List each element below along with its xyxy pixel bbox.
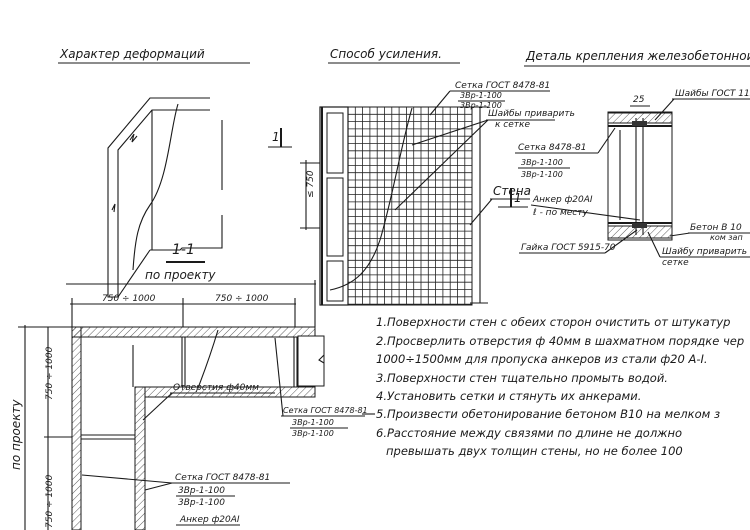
mesh-panel	[319, 106, 488, 306]
svg-text:Шайбы ГОСТ 11371: Шайбы ГОСТ 11371	[675, 89, 750, 99]
section-title: 1-1	[166, 242, 205, 263]
svg-text:Сетка ГОСТ 8478-81: Сетка ГОСТ 8478-81	[455, 81, 550, 91]
svg-text:по проекту: по проекту	[9, 399, 23, 470]
svg-text:3Вр-1-100: 3Вр-1-100	[292, 418, 334, 427]
svg-text:сетке: сетке	[662, 258, 689, 268]
svg-text:3Вр-1-100: 3Вр-1-100	[178, 486, 225, 496]
svg-text:Деталь крепления железобетонно: Деталь крепления железобетонной о	[525, 49, 750, 63]
svg-text:4.Установить сетки и стянуть и: 4.Установить сетки и стянуть их анкерами…	[376, 389, 641, 403]
svg-text:Сетка ГОСТ 8478-81: Сетка ГОСТ 8478-81	[283, 406, 368, 415]
svg-text:Анкер ф20АI: Анкер ф20АI	[179, 515, 240, 525]
svg-text:к сетке: к сетке	[495, 120, 530, 130]
deformation-sketch	[107, 97, 223, 298]
svg-text:3Вр-1-100: 3Вр-1-100	[460, 91, 502, 100]
svg-text:1: 1	[272, 130, 280, 144]
svg-text:Сетка 8478-81: Сетка 8478-81	[518, 143, 586, 153]
svg-text:6.Расстояние между связями по: 6.Расстояние между связями по длине не д…	[376, 426, 682, 440]
svg-text:превышать двух толщин стены, н: превышать двух толщин стены, но не более…	[386, 444, 683, 458]
svg-text:≤ 750: ≤ 750	[306, 170, 316, 198]
svg-text:1000÷1500мм для пропуска анкер: 1000÷1500мм для пропуска анкеров из стал…	[376, 352, 708, 366]
svg-text:Отверстия ф40мм: Отверстия ф40мм	[173, 383, 259, 393]
svg-text:Шайбу приварить: Шайбу приварить	[662, 247, 747, 257]
svg-text:1-1: 1-1	[172, 242, 195, 258]
svg-text:750 ÷ 1000: 750 ÷ 1000	[215, 294, 269, 304]
svg-text:1: 1	[514, 191, 522, 205]
svg-text:ℓ - по месту: ℓ - по месту	[532, 208, 588, 218]
title-detail: Деталь крепления железобетонной о	[524, 49, 750, 67]
notes: 1.Поверхности стен с обеих сторон очисти…	[362, 315, 744, 458]
svg-text:Сетка ГОСТ 8478-81: Сетка ГОСТ 8478-81	[175, 473, 270, 483]
svg-text:по проекту: по проекту	[145, 268, 216, 282]
svg-text:Характер деформаций: Характер деформаций	[59, 47, 205, 61]
svg-text:25: 25	[633, 95, 645, 105]
svg-text:3Вр-1-100: 3Вр-1-100	[292, 429, 334, 438]
title-deformation: Характер деформаций	[58, 47, 250, 64]
title-method: Способ усиления.	[328, 47, 460, 64]
svg-text:5.Произвести обетонирование бе: 5.Произвести обетонирование бетоном В10 …	[376, 407, 720, 421]
svg-text:3Вр-1-100: 3Вр-1-100	[521, 158, 563, 167]
svg-text:1.Поверхности стен с обеих сто: 1.Поверхности стен с обеих сторон очисти…	[376, 315, 730, 329]
svg-text:3.Поверхности стен тщательно п: 3.Поверхности стен тщательно промыть вод…	[376, 371, 668, 385]
svg-text:3Вр-1-100: 3Вр-1-100	[178, 498, 225, 508]
svg-text:3Вр-1-100: 3Вр-1-100	[521, 170, 563, 179]
svg-text:3Вр-1-100: 3Вр-1-100	[460, 101, 502, 110]
section-plan: по проекту 750 ÷ 1000 750 ÷ 1000 по прое…	[9, 268, 368, 530]
svg-text:Анкер ф20АI: Анкер ф20АI	[532, 195, 593, 205]
svg-text:750 ÷ 1000: 750 ÷ 1000	[102, 294, 156, 304]
svg-text:2.Просверлить отверстия ф 40мм: 2.Просверлить отверстия ф 40мм в шахматн…	[376, 334, 744, 348]
mesh-grid	[347, 106, 472, 305]
svg-text:750 ÷ 1000: 750 ÷ 1000	[45, 346, 55, 400]
method-labels: Сетка ГОСТ 8478-81 3Вр-1-100 3Вр-1-100 Ш…	[268, 81, 575, 230]
anchor-detail: 25 Шайбы ГОСТ 11371 Сетка 8478-81 3Вр-1-…	[498, 89, 750, 268]
svg-text:Способ усиления.: Способ усиления.	[330, 47, 442, 61]
svg-text:750 ÷ 1000: 750 ÷ 1000	[45, 474, 55, 528]
svg-text:Гайка ГОСТ 5915-70: Гайка ГОСТ 5915-70	[521, 243, 616, 253]
svg-text:Шайбы приварить: Шайбы приварить	[488, 109, 575, 119]
svg-text:ком зап: ком зап	[710, 233, 743, 242]
svg-text:Бетон В 10: Бетон В 10	[690, 223, 742, 233]
